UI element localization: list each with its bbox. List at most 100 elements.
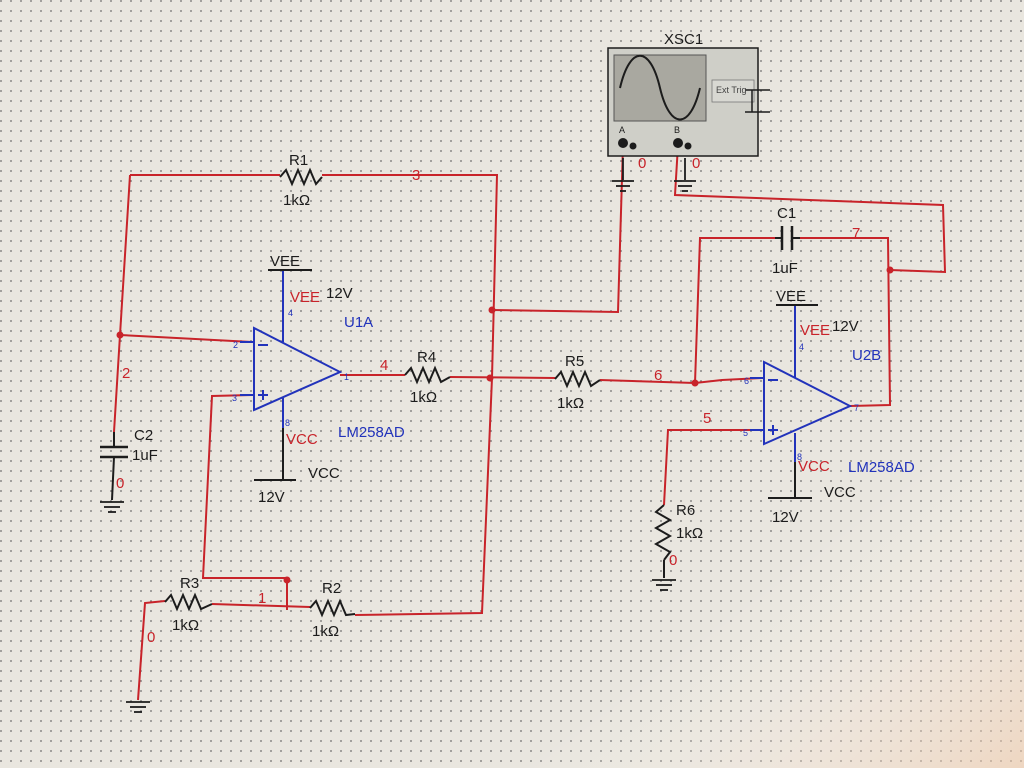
net-label-2: 2: [122, 365, 130, 382]
net-label-0-scope-b: 0: [692, 155, 700, 172]
u1a-model: LM258AD: [338, 424, 405, 441]
wire-r3-r2: [211, 603, 311, 608]
wire-net-6-up-c1: [694, 237, 892, 407]
u2b-pin-noninv: 5: [743, 428, 748, 438]
wire-u1-noninv: [201, 394, 288, 610]
resistors: [164, 167, 673, 618]
resistor-r2: [309, 598, 356, 618]
u2b-model: LM258AD: [848, 459, 915, 476]
net-label-0-r3: 0: [147, 629, 155, 646]
net-label-0-c2: 0: [116, 475, 124, 492]
capacitor-c1: [775, 226, 800, 250]
resistor-r6: [653, 504, 673, 561]
c2-value: 1uF: [132, 447, 158, 464]
u2b-vee-net-label: VEE: [800, 322, 830, 339]
net-label-4: 4: [380, 357, 388, 374]
channel-b-ground-terminal: [684, 142, 692, 150]
ext-trig-panel: [711, 79, 755, 103]
u1a-vcc-rail-label: VCC: [308, 465, 340, 482]
ext-trig-label: Ext Trig: [716, 85, 747, 95]
ground-symbols: [100, 158, 696, 713]
net-label-1: 1: [258, 590, 266, 607]
r6-ref: R6: [676, 502, 695, 519]
channel-b-label: B: [674, 125, 680, 135]
r4-value: 1kΩ: [410, 389, 437, 406]
ground-icon: [612, 158, 634, 192]
u1a-vee-rail-label: VEE: [270, 253, 300, 270]
r4-ref: R4: [417, 349, 436, 366]
u1a-ref: U1A: [344, 314, 373, 331]
opamp-u2b[interactable]: [750, 305, 853, 462]
r3-value: 1kΩ: [172, 617, 199, 634]
u2b-pin-vee: 4: [799, 342, 804, 352]
net-label-6: 6: [654, 367, 662, 384]
u1a-vcc-value: 12V: [258, 489, 285, 506]
u2b-vcc-rail-label: VCC: [824, 484, 856, 501]
junction-dot: [283, 576, 291, 584]
wire-net-5: [663, 429, 762, 506]
u1a-vee-value: 12V: [326, 285, 353, 302]
r5-ref: R5: [565, 353, 584, 370]
opamp-u1a-body: [253, 326, 343, 412]
wire-r5-to-u2: [599, 377, 763, 385]
channel-a-terminal: [618, 138, 628, 148]
net-label-0-scope-a: 0: [638, 155, 646, 172]
ext-trig-terminal: [745, 89, 770, 113]
channel-a-ground-terminal: [629, 142, 637, 150]
r5-value: 1kΩ: [557, 395, 584, 412]
wire-scope-a: [491, 144, 624, 314]
oscilloscope-waveform: [619, 55, 701, 121]
u2b-ref: U2B: [852, 347, 881, 364]
u1a-vee-net-label: VEE: [290, 289, 320, 306]
u2b-vee-value: 12V: [832, 318, 859, 335]
opamp-u2b-body: [763, 360, 853, 446]
r1-ref: R1: [289, 152, 308, 169]
wire-u1-out-to-r4: [340, 374, 556, 379]
u2b-vcc-value: 12V: [772, 509, 799, 526]
ground-icon: [652, 579, 676, 591]
u1a-pin-out: 1: [344, 372, 349, 382]
wire-r2-to-net3: [354, 377, 493, 616]
net-label-0-r6: 0: [669, 552, 677, 569]
resistor-r4: [404, 365, 451, 385]
wire-scope-b-to-net7: [673, 144, 947, 274]
opamp-u1a[interactable]: [240, 270, 343, 428]
u2b-vcc-net-label: VCC: [798, 458, 830, 475]
junction-dot: [886, 266, 894, 274]
u2b-vee-rail-label: VEE: [776, 288, 806, 305]
u2b-pin-inv: 6: [744, 376, 749, 386]
ground-icon: [674, 158, 696, 192]
u2b-rails: [768, 304, 818, 499]
u1a-pin-vcc: 8: [285, 418, 290, 428]
u1a-pin-noninv: 3: [232, 393, 237, 403]
net-label-5: 5: [703, 410, 711, 427]
u1a-pin-vee: 4: [288, 308, 293, 318]
net-label-7: 7: [852, 225, 860, 242]
ground-icon: [100, 501, 124, 513]
c1-ref: C1: [777, 205, 796, 222]
junctions: [116, 266, 894, 584]
junction-dot: [691, 379, 699, 387]
oscilloscope-xsc1[interactable]: [607, 47, 770, 157]
junction-dot: [488, 306, 496, 314]
r2-ref: R2: [322, 580, 341, 597]
resistor-r5: [554, 369, 601, 389]
c1-value: 1uF: [772, 260, 798, 277]
net-label-3: 3: [412, 167, 420, 184]
u1a-rails: [254, 269, 312, 481]
u2b-pin-vcc: 8: [797, 452, 802, 462]
r3-ref: R3: [180, 575, 199, 592]
oscilloscope-title: XSC1: [664, 31, 703, 48]
junction-dot: [486, 374, 494, 382]
wires: [113, 144, 947, 701]
junction-dot: [116, 331, 124, 339]
resistor-r3: [164, 592, 213, 612]
wire-r3-gnd: [137, 600, 166, 701]
u1a-pin-inv: 2: [233, 340, 238, 350]
u1a-vcc-net-label: VCC: [286, 431, 318, 448]
ground-icon: [126, 701, 150, 713]
channel-b-terminal: [673, 138, 683, 148]
r2-value: 1kΩ: [312, 623, 339, 640]
